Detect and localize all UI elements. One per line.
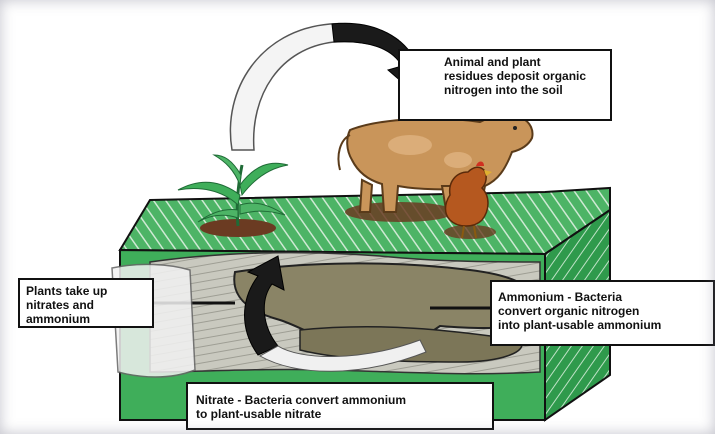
label-plants-uptake: Plants take up nitrates and ammonium: [18, 278, 154, 328]
label-nitrate: Nitrate - Bacteria convert ammonium to p…: [186, 382, 494, 430]
hen-ground-shadow: [444, 225, 496, 239]
label-residues: Animal and plant residues deposit organi…: [398, 49, 612, 121]
label-ammonium: Ammonium - Bacteria convert organic nitr…: [490, 280, 715, 346]
